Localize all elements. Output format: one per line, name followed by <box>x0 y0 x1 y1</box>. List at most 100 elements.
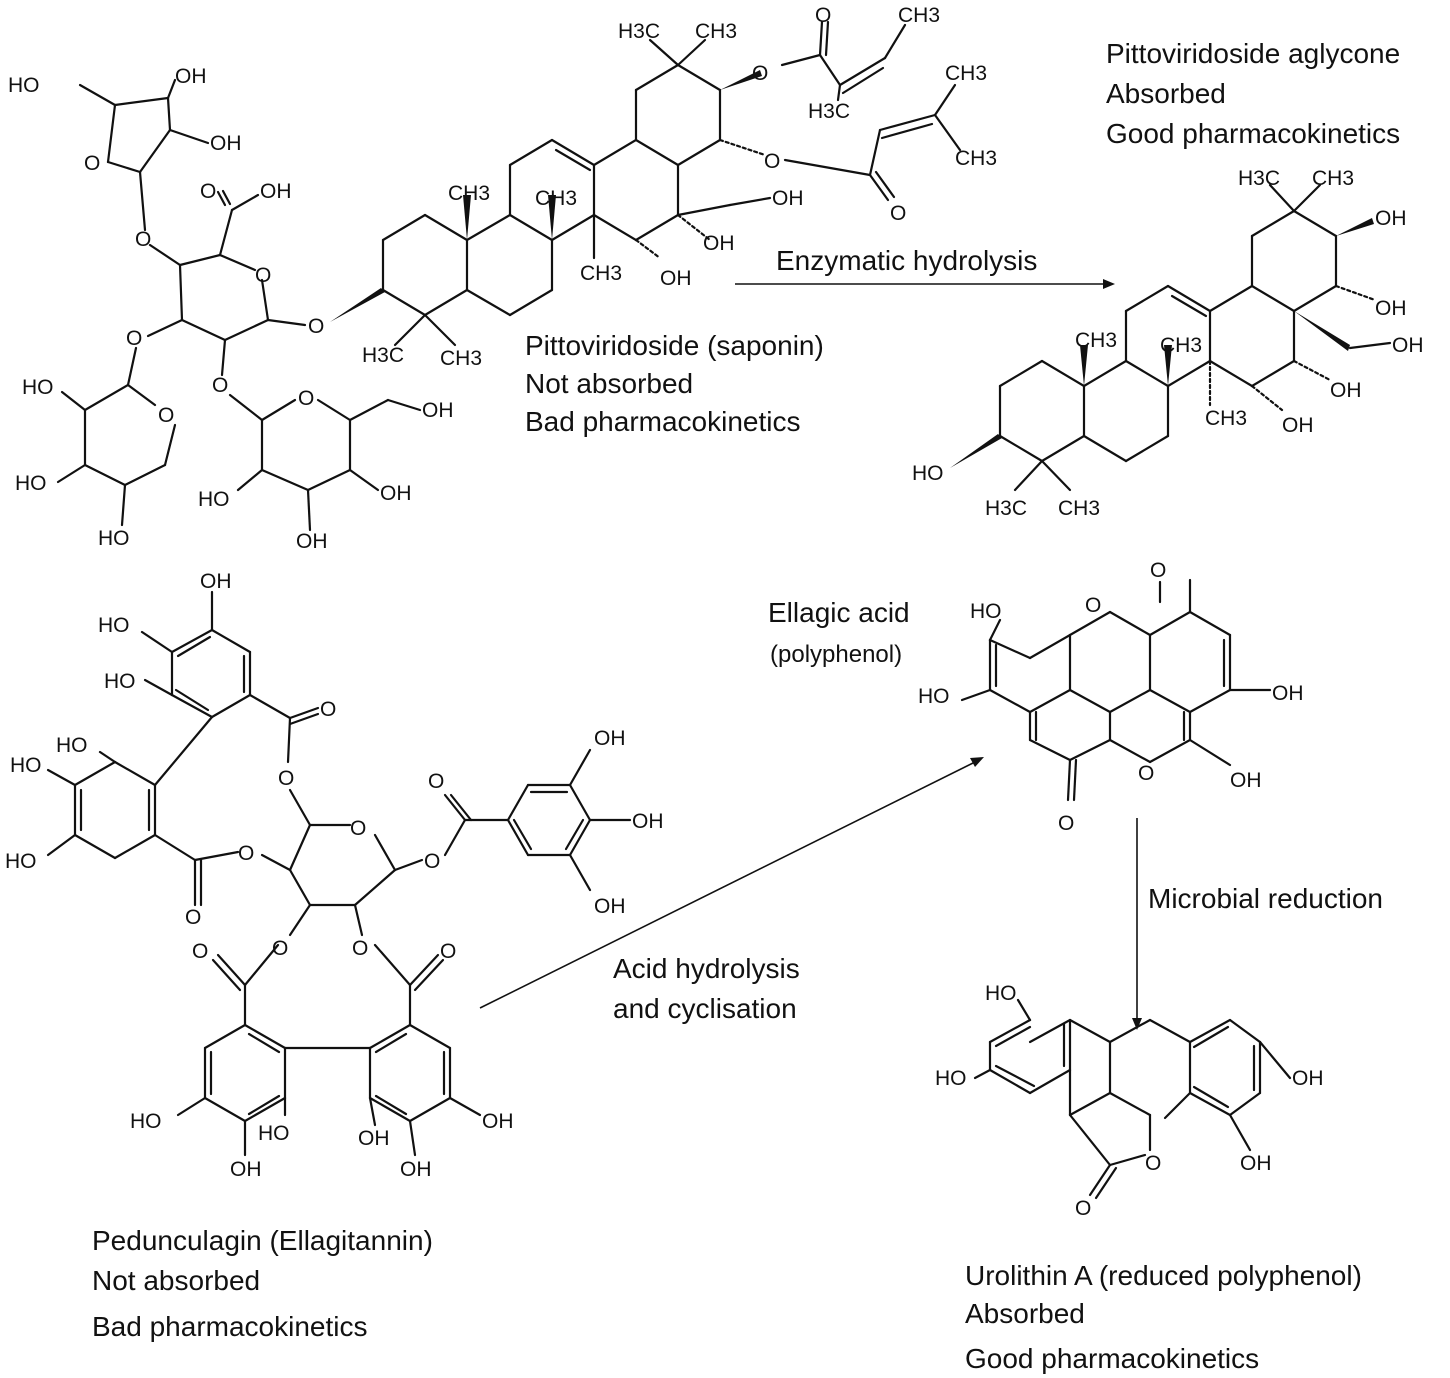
atom-label: O <box>308 315 324 338</box>
atom-label: O <box>1150 559 1166 582</box>
atom-label: HO <box>935 1067 967 1090</box>
ellagic-acid-caption: Ellagic acid (polyphenol) <box>768 597 910 668</box>
atom-label: CH3 <box>580 262 622 285</box>
atom-label: OH <box>358 1127 390 1150</box>
furanose-ring <box>78 78 210 232</box>
pedunculagin-structure: OH HO HO O HO HO HO O O O O O O OH OH OH… <box>5 570 664 1181</box>
atom-label: HO <box>10 754 42 777</box>
pedunculagin-absorption: Not absorbed <box>92 1265 260 1296</box>
triterpene-skeleton <box>330 20 962 347</box>
atom-label: OH <box>200 570 232 593</box>
atom-label: HO <box>198 488 230 511</box>
ellagic-acid-structure: O O HO HO OH OH O O <box>918 559 1304 835</box>
atom-label: OH <box>1392 334 1424 357</box>
atom-label: H3C <box>362 344 404 367</box>
atom-label: O <box>1085 594 1101 617</box>
atom-label: OH <box>1330 379 1362 402</box>
atom-label: OH <box>1375 297 1407 320</box>
atom-label: HO <box>912 462 944 485</box>
atom-label: OH <box>1272 682 1304 705</box>
aglycone-caption: Pittoviridoside aglycone Absorbed Good p… <box>1106 38 1400 149</box>
atom-label: CH3 <box>1075 329 1117 352</box>
acid-hydrolysis-line1: Acid hydrolysis <box>613 953 800 984</box>
atom-label: CH3 <box>1205 407 1247 430</box>
urolithin-a-pk: Good pharmacokinetics <box>965 1343 1259 1374</box>
atom-label: O <box>158 404 174 427</box>
atom-label: H3C <box>808 100 850 123</box>
atom-label: H3C <box>618 20 660 43</box>
atom-label: CH3 <box>440 347 482 370</box>
atom-label: HO <box>56 734 88 757</box>
atom-label: CH3 <box>535 187 577 210</box>
atom-label: CH3 <box>945 62 987 85</box>
atom-label: O <box>320 698 336 721</box>
atom-label: OH <box>400 1158 432 1181</box>
atom-label: O <box>440 940 456 963</box>
saponin-atom-labels: HO OH OH O O OH O O O O O O O OH HO HO H… <box>8 4 997 553</box>
atom-label: O <box>185 906 201 929</box>
atom-label: HO <box>98 614 130 637</box>
xylose-ring <box>56 346 177 527</box>
atom-label: HO <box>15 472 47 495</box>
atom-label: CH3 <box>448 182 490 205</box>
atom-label: HO <box>104 670 136 693</box>
atom-label: H3C <box>985 497 1027 520</box>
acid-hydrolysis-line2: and cyclisation <box>613 993 797 1024</box>
microbial-reduction-label: Microbial reduction <box>1148 883 1383 914</box>
ellagic-acid-name: Ellagic acid <box>768 597 910 628</box>
atom-label: O <box>1138 762 1154 785</box>
atom-label: O <box>84 152 100 175</box>
pedunculagin-name: Pedunculagin (Ellagitannin) <box>92 1225 433 1256</box>
urolithin-a-structure: HO HO OH OH O O <box>935 982 1324 1220</box>
atom-label: CH3 <box>898 4 940 27</box>
atom-label: O <box>428 770 444 793</box>
atom-label: HO <box>130 1110 162 1133</box>
atom-label: H3C <box>1238 167 1280 190</box>
aglycone-absorption: Absorbed <box>1106 78 1226 109</box>
ellagic-acid-class: (polyphenol) <box>770 641 902 668</box>
urolithin-a-caption: Urolithin A (reduced polyphenol) Absorbe… <box>965 1260 1362 1374</box>
pedunculagin-pk: Bad pharmacokinetics <box>92 1311 367 1342</box>
atom-label: OH <box>260 180 292 203</box>
acid-hydrolysis-arrow <box>479 757 984 1009</box>
saponin-caption: Pittoviridoside (saponin) Not absorbed B… <box>525 330 824 437</box>
atom-label: CH3 <box>1058 497 1100 520</box>
saponin-structure: HO OH OH O O OH O O O O O O O OH HO HO H… <box>8 4 997 553</box>
atom-label: OH <box>703 232 735 255</box>
atom-label: HO <box>918 685 950 708</box>
atom-label: O <box>350 817 366 840</box>
atom-label: O <box>1058 812 1074 835</box>
urolithin-a-absorption: Absorbed <box>965 1298 1085 1329</box>
atom-label: OH <box>594 895 626 918</box>
saponin-pk: Bad pharmacokinetics <box>525 406 800 437</box>
atom-label: CH3 <box>955 147 997 170</box>
atom-label: O <box>238 842 254 865</box>
atom-label: OH <box>594 727 626 750</box>
atom-label: OH <box>1282 414 1314 437</box>
atom-label: HO <box>970 600 1002 623</box>
atom-label: O <box>200 180 216 203</box>
urolithin-a-name: Urolithin A (reduced polyphenol) <box>965 1260 1362 1291</box>
atom-label: CH3 <box>1160 334 1202 357</box>
aglycone-name: Pittoviridoside aglycone <box>1106 38 1400 69</box>
atom-label: O <box>752 62 768 85</box>
atom-label: OH <box>632 810 664 833</box>
atom-label: OH <box>1240 1152 1272 1175</box>
atom-label: OH <box>772 187 804 210</box>
atom-label: O <box>1145 1152 1161 1175</box>
microbial-reduction-arrow <box>1132 818 1142 1030</box>
atom-label: OH <box>1292 1067 1324 1090</box>
atom-label: HO <box>8 74 40 97</box>
atom-label: O <box>424 850 440 873</box>
enzymatic-hydrolysis-label: Enzymatic hydrolysis <box>776 245 1037 276</box>
saponin-absorption: Not absorbed <box>525 368 693 399</box>
atom-label: O <box>255 264 271 287</box>
atom-label: OH <box>422 399 454 422</box>
aglycone-pk: Good pharmacokinetics <box>1106 118 1400 149</box>
glucose-ring <box>228 393 422 532</box>
atom-label: O <box>212 374 228 397</box>
atom-label: OH <box>230 1158 262 1181</box>
atom-label: HO <box>985 982 1017 1005</box>
atom-label: OH <box>296 530 328 553</box>
